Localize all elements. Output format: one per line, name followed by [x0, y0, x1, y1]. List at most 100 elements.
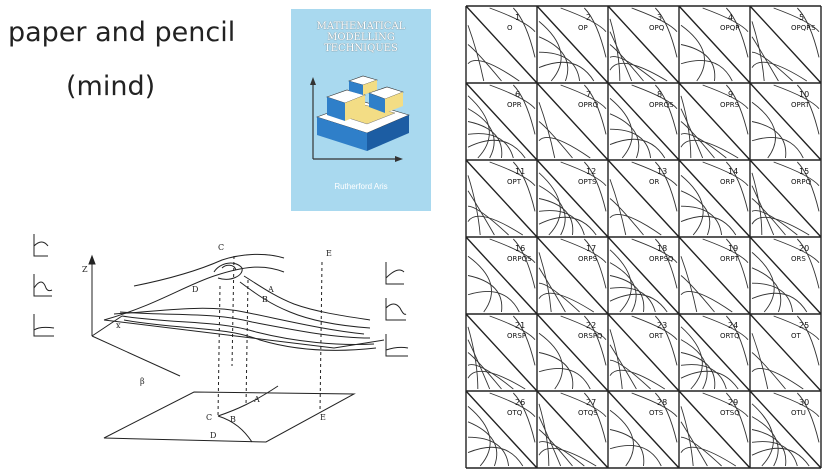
- trajectory-curve: [681, 25, 705, 81]
- caption-mind: (mind): [66, 73, 155, 100]
- cell-number: 11: [515, 167, 525, 176]
- trajectory-curve: [468, 291, 519, 312]
- phase-cell: 18ORPSQ: [608, 237, 679, 314]
- cell-number: 19: [728, 244, 738, 253]
- trajectory-curve: [681, 140, 738, 158]
- cell-code: OPRT: [791, 101, 810, 109]
- cell-diagonal: [537, 237, 608, 314]
- phase-cell: 15ORPQ: [750, 160, 821, 237]
- trajectory-curve: [468, 406, 490, 466]
- cell-number: 12: [586, 167, 596, 176]
- diagram-label-z: Z: [82, 265, 88, 274]
- trajectory-curve: [468, 175, 480, 235]
- trajectory-curve: [752, 442, 797, 466]
- trajectory-curve: [752, 21, 764, 81]
- trajectory-curve: [610, 179, 626, 235]
- cell-number: 21: [515, 321, 525, 330]
- cell-number: 15: [799, 167, 809, 176]
- trajectory-curve: [539, 21, 561, 81]
- cell-code: OTQS: [578, 409, 598, 417]
- trajectory-curve: [539, 333, 563, 389]
- trajectory-curve: [610, 98, 632, 158]
- cell-number: 20: [799, 244, 809, 253]
- right-mini-plots: [386, 262, 408, 356]
- cell-code: O: [507, 24, 513, 32]
- cell-diagonal: [466, 6, 537, 83]
- trajectory-curve: [539, 283, 580, 312]
- trajectory-curve: [610, 288, 655, 312]
- phase-cell: 16ORPQS: [466, 237, 537, 314]
- cell-number: 2: [586, 13, 591, 22]
- cell-number: 30: [799, 398, 809, 407]
- trajectory-curve: [610, 276, 644, 313]
- cell-code: OT: [791, 332, 802, 340]
- trajectory-curve: [681, 422, 707, 466]
- trajectory-curve: [610, 63, 667, 81]
- trajectory-curve: [752, 333, 768, 389]
- cell-code: ORPS: [578, 255, 598, 263]
- trajectory-curve: [468, 140, 525, 158]
- cell-code: ORTQ: [720, 332, 740, 340]
- trajectory-curve: [539, 211, 584, 235]
- trajectory-curve: [681, 406, 693, 466]
- trajectory-curve: [468, 25, 484, 81]
- trajectory-curve: [610, 199, 644, 236]
- phase-cell: 13OR: [608, 160, 679, 237]
- trajectory-curve: [752, 137, 803, 158]
- diagram-label-a-lower: A: [253, 395, 260, 404]
- catastrophe-surface-diagram: C E D A B Z β x C A B D E: [4, 216, 444, 470]
- trajectory-curve: [681, 437, 722, 466]
- trajectory-curve: [681, 256, 697, 312]
- trajectory-curve: [752, 252, 774, 312]
- cell-code: OP: [578, 24, 588, 32]
- cell-number: 10: [799, 90, 809, 99]
- trajectory-curve: [539, 199, 573, 236]
- trajectory-curve: [681, 365, 726, 389]
- trajectory-curve: [681, 191, 710, 235]
- cell-number: 28: [657, 398, 667, 407]
- cell-diagonal: [679, 391, 750, 468]
- diagram-label-beta: β: [140, 377, 145, 386]
- cell-number: 6: [515, 90, 520, 99]
- cell-code: ORSP: [507, 332, 526, 340]
- phase-cell: 26OTQ: [466, 391, 537, 468]
- cell-diagonal: [608, 160, 679, 237]
- trajectory-curve: [681, 371, 738, 389]
- diagram-label-c-lower: C: [206, 413, 212, 422]
- cell-code: ORPQ: [791, 178, 812, 186]
- phase-cell: 28OTS: [608, 391, 679, 468]
- cell-diagonal: [537, 83, 608, 160]
- trajectory-curve: [610, 445, 661, 466]
- cell-diagonal: [466, 160, 537, 237]
- phase-cell: 12OPTS: [537, 160, 608, 237]
- cell-number: 16: [515, 244, 525, 253]
- trajectory-curve: [539, 252, 551, 312]
- trajectory-curve: [752, 368, 803, 389]
- trajectory-curve: [752, 268, 781, 312]
- cell-code: OPT: [507, 178, 522, 186]
- cell-code: OTSQ: [720, 409, 740, 417]
- cell-diagonal: [466, 391, 537, 468]
- cell-number: 13: [657, 167, 667, 176]
- phase-cell: 20ORS: [750, 237, 821, 314]
- phase-cell: 17ORPS: [537, 237, 608, 314]
- diagram-label-c: C: [218, 243, 224, 252]
- trajectory-curve: [610, 294, 667, 312]
- cell-code: OPR: [507, 101, 522, 109]
- trajectory-curve: [539, 217, 596, 235]
- trajectory-curve: [610, 370, 665, 389]
- cell-code: ORT: [649, 332, 664, 340]
- trajectory-curve: [752, 62, 807, 81]
- phase-cell: 4OPQR: [679, 6, 750, 83]
- cell-number: 3: [657, 13, 662, 22]
- cell-diagonal: [750, 6, 821, 83]
- trajectory-curve: [610, 214, 661, 235]
- book-blocks-illustration: [291, 9, 431, 211]
- cell-diagonal: [537, 6, 608, 83]
